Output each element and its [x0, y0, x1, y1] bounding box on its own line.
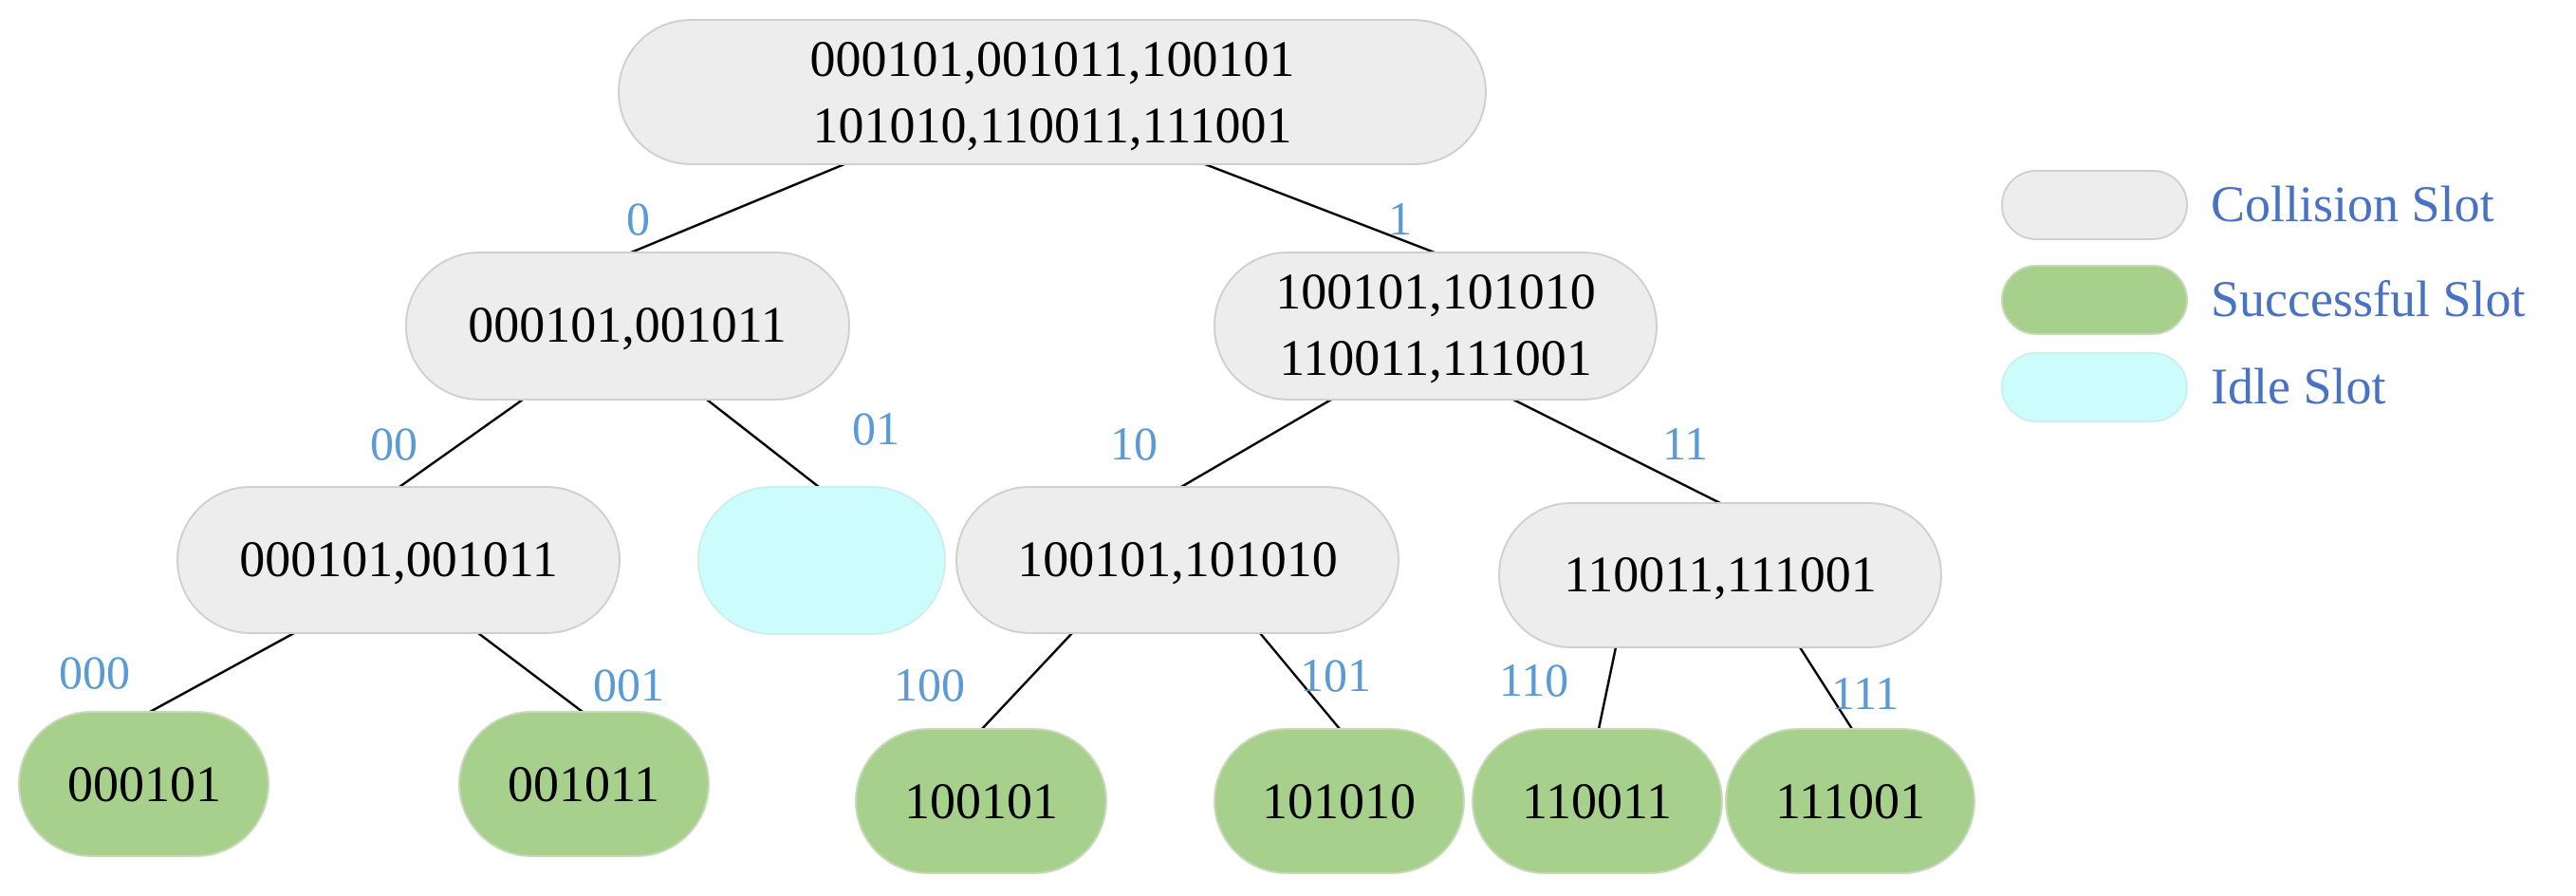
edge-label-10: 10: [1110, 417, 1158, 470]
node-100-label: 100101: [904, 773, 1058, 830]
node-1-line2: 110011,111001: [1279, 329, 1591, 386]
edge-label-00: 00: [370, 417, 417, 470]
node-01-shape: [697, 486, 946, 635]
edge-root-0: [630, 162, 845, 254]
legend: Collision Slot Successful Slot Idle Slot: [2001, 170, 2526, 422]
node-00-line1: 000101,001011: [239, 531, 558, 588]
node-101-label: 101010: [1262, 773, 1416, 830]
edge-11-111: [1798, 646, 1854, 730]
edge-label-111: 111: [1831, 666, 1899, 719]
node-root-shape: [618, 19, 1487, 165]
node-root-line2: 101010,110011,111001: [813, 97, 1292, 154]
node-0-line1: 000101,001011: [468, 296, 787, 353]
edge-label-11: 11: [1662, 417, 1708, 470]
node-101: 101010: [1214, 728, 1465, 874]
edge-00-001: [477, 632, 584, 713]
edge-label-101: 101: [1300, 648, 1371, 701]
node-111-shape: [1725, 728, 1975, 874]
node-001: 001011: [458, 711, 710, 857]
node-001-label: 001011: [508, 756, 659, 812]
legend-item-idle: Idle Slot: [2001, 352, 2386, 422]
edge-label-0: 0: [626, 192, 650, 245]
node-000-label: 000101: [67, 756, 221, 812]
edge-0-01: [706, 399, 820, 488]
node-10-line1: 100101,101010: [1017, 531, 1338, 588]
legend-swatch-idle: [2001, 352, 2188, 422]
edge-10-101: [1259, 632, 1341, 730]
node-11-line1: 110011,111001: [1564, 546, 1876, 603]
node-000: 000101: [18, 711, 269, 857]
legend-item-success: Successful Slot: [2001, 265, 2526, 335]
node-00: 000101,001011: [176, 486, 621, 634]
legend-swatch-success: [2001, 265, 2188, 335]
legend-swatch-collision: [2001, 170, 2188, 240]
legend-label-success: Successful Slot: [2211, 271, 2526, 327]
node-110-shape: [1472, 728, 1723, 874]
node-110-label: 110011: [1522, 773, 1672, 830]
edge-label-01: 01: [852, 401, 899, 455]
node-01-idle: [697, 486, 946, 635]
edge-10-100: [981, 632, 1073, 730]
edge-00-000: [149, 631, 295, 714]
node-111: 111001: [1725, 728, 1975, 874]
edge-11-110: [1597, 646, 1618, 730]
node-1-shape: [1214, 252, 1658, 401]
node-10-shape: [955, 486, 1399, 634]
node-0: 000101,001011: [405, 252, 850, 401]
node-root-line1: 000101,001011,100101: [810, 30, 1295, 87]
node-1: 100101,101010 110011,111001: [1214, 252, 1658, 401]
legend-item-collision: Collision Slot: [2001, 170, 2494, 240]
tree-edges: [149, 162, 1854, 730]
edge-label-110: 110: [1499, 653, 1568, 706]
node-11-shape: [1498, 502, 1942, 648]
edge-label-100: 100: [894, 658, 965, 711]
edge-0-00: [398, 398, 524, 489]
node-10: 100101,101010: [955, 486, 1399, 634]
legend-label-collision: Collision Slot: [2211, 176, 2494, 233]
node-1-line1: 100101,101010: [1275, 263, 1596, 320]
edge-1-10: [1180, 398, 1332, 489]
tree-nodes: 000101,001011,100101 101010,110011,11100…: [18, 19, 1975, 874]
legend-label-idle: Idle Slot: [2211, 358, 2386, 415]
node-00-shape: [176, 486, 621, 634]
node-100-shape: [855, 728, 1107, 874]
node-000-shape: [18, 711, 269, 857]
node-100: 100101: [855, 728, 1107, 874]
node-110: 110011: [1472, 728, 1723, 874]
edge-1-11: [1512, 398, 1721, 505]
node-111-label: 111001: [1775, 773, 1925, 830]
edge-label-001: 001: [593, 658, 664, 711]
edge-root-1: [1204, 162, 1436, 254]
node-001-shape: [458, 711, 710, 857]
edge-label-000: 000: [59, 645, 130, 699]
node-0-shape: [405, 252, 850, 401]
edge-labels: 0 1 00 01 10 11 000 001 100 101 110 111: [59, 192, 1899, 719]
node-101-shape: [1214, 728, 1465, 874]
node-11: 110011,111001: [1498, 502, 1942, 648]
node-root: 000101,001011,100101 101010,110011,11100…: [618, 19, 1487, 165]
edge-label-1: 1: [1388, 192, 1412, 245]
